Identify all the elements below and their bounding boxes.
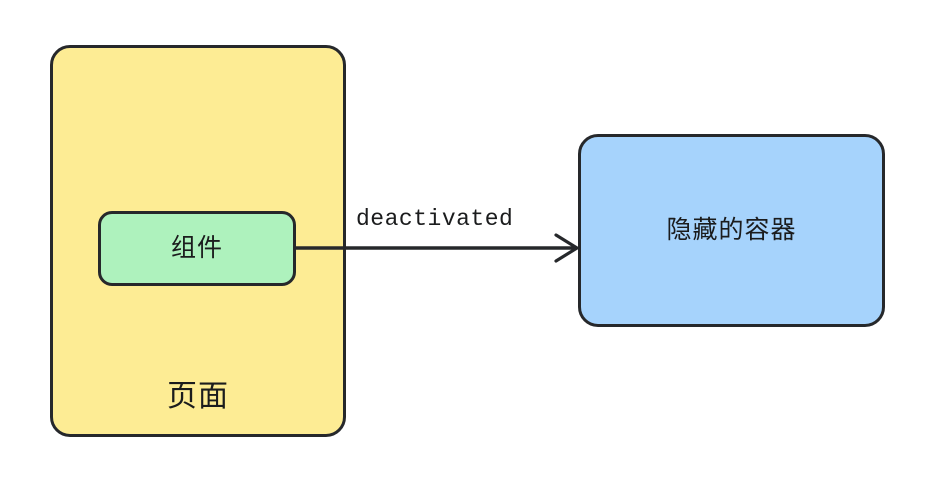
component-node-label: 组件 [170, 234, 223, 262]
hidden-container-node[interactable]: 隐藏的容器 [578, 134, 885, 327]
edge-label-deactivated: deactivated [356, 206, 514, 232]
component-node[interactable]: 组件 [98, 211, 296, 286]
page-node-label: 页面 [167, 380, 229, 413]
arrowhead-icon [554, 233, 581, 263]
hidden-container-node-label: 隐藏的容器 [666, 216, 797, 244]
